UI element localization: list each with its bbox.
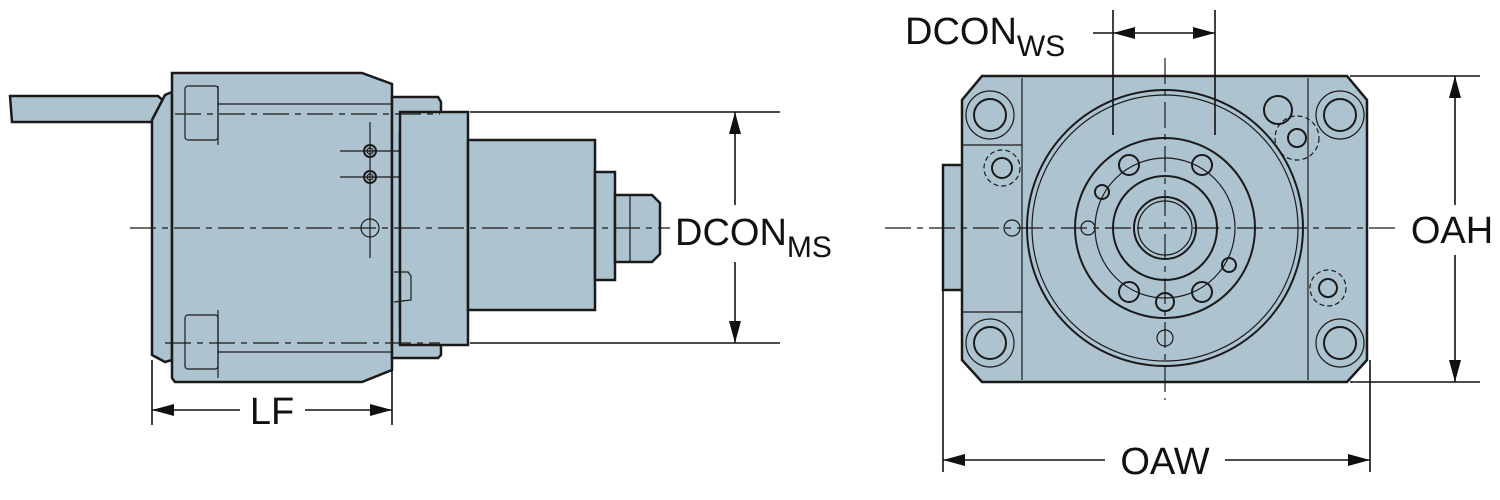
side-view bbox=[8, 71, 670, 384]
oah-dimension: OAH bbox=[1350, 75, 1493, 383]
oah-label: OAH bbox=[1411, 210, 1493, 252]
front-view bbox=[885, 58, 1395, 400]
lf-dimension: LF bbox=[151, 360, 393, 433]
spindle-neck bbox=[593, 170, 617, 282]
spindle-body bbox=[466, 138, 597, 312]
corner-bolts bbox=[965, 90, 1365, 368]
oaw-label: OAW bbox=[1120, 441, 1209, 483]
front-body bbox=[960, 74, 1369, 384]
dcon-ms-label: DCONMS bbox=[675, 212, 832, 264]
coolant-rod bbox=[8, 94, 167, 124]
dcon-ms-dimension: DCONMS bbox=[470, 111, 832, 344]
oaw-dimension: OAW bbox=[942, 290, 1371, 483]
dcon-ws-dimension: DCONWS bbox=[905, 10, 1216, 135]
rear-flange bbox=[150, 90, 174, 364]
dcon-ws-label: DCONWS bbox=[905, 11, 1065, 63]
lf-label: LF bbox=[250, 391, 294, 433]
